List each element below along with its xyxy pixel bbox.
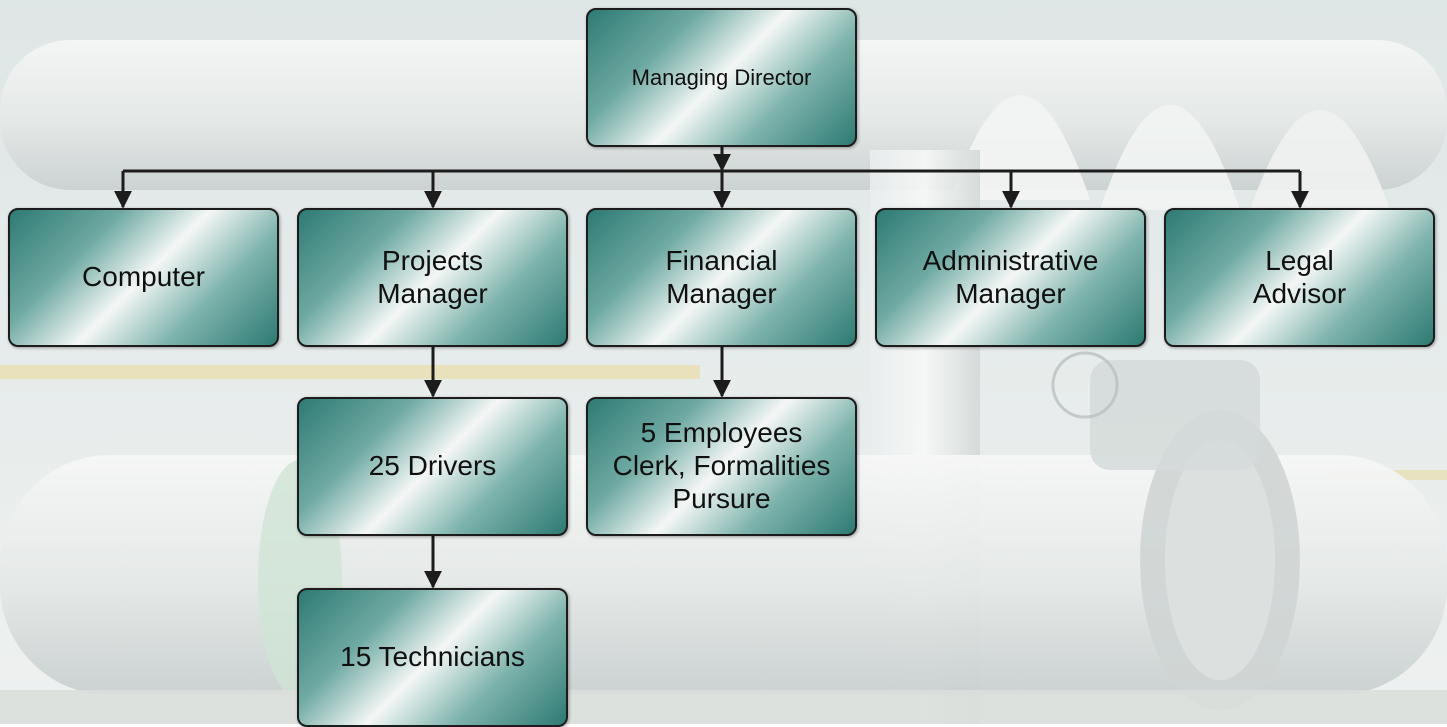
node-label-line-2: Clerk, Formalities — [612, 450, 831, 482]
node-label-line-1: Projects — [381, 244, 484, 276]
node-label-line-1: Administrative — [922, 244, 1099, 276]
node-label: 25 Drivers — [368, 450, 497, 482]
node-label-line-2: Manager — [666, 277, 777, 309]
node-label-line-2: Manager — [377, 277, 488, 309]
node-legal-advisor: Legal Advisor — [1164, 208, 1435, 347]
node-label: Managing Director — [631, 64, 812, 90]
node-label: 15 Technicians — [340, 641, 525, 673]
node-projects-manager: Projects Manager — [297, 208, 568, 347]
node-label-line-1: Legal — [1265, 244, 1334, 276]
node-label-line-1: 5 Employees — [640, 417, 803, 449]
node-employees: 5 Employees Clerk, Formalities Pursure — [586, 397, 857, 536]
node-computer: Computer — [8, 208, 279, 347]
node-label: Computer — [82, 261, 205, 293]
node-financial-manager: Financial Manager — [586, 208, 857, 347]
node-label-line-3: Pursure — [672, 482, 771, 514]
node-drivers: 25 Drivers — [297, 397, 568, 536]
node-technicians: 15 Technicians — [297, 588, 568, 727]
node-label-line-2: Manager — [955, 277, 1066, 309]
node-label-line-2: Advisor — [1252, 277, 1347, 309]
node-label-line-1: Financial — [665, 244, 778, 276]
node-managing-director: Managing Director — [586, 8, 857, 147]
node-administrative-manager: Administrative Manager — [875, 208, 1146, 347]
